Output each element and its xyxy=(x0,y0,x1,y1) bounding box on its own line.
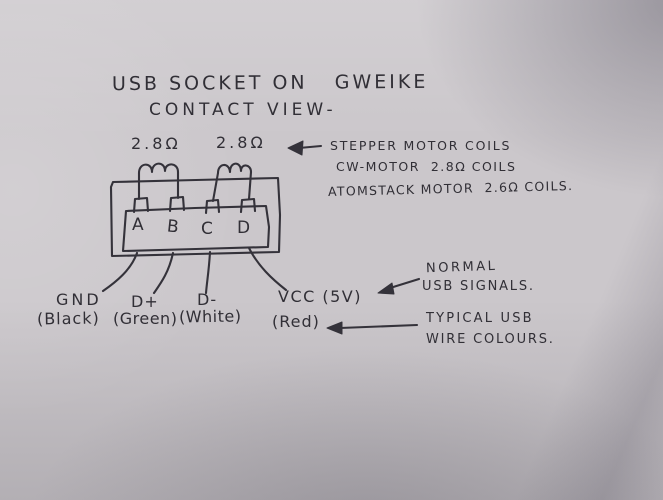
wire-colours-arrow xyxy=(326,321,419,335)
socket-outline xyxy=(109,176,282,258)
pin-letter-c: C xyxy=(201,219,213,239)
coil-left xyxy=(137,162,180,201)
pin-signal-dplus: D+ xyxy=(131,292,159,311)
pin-signal-gnd: GND xyxy=(56,290,102,309)
pin-letter-b: B xyxy=(166,216,180,238)
usb-signals-annotation-line2: USB SIGNALS. xyxy=(422,279,535,294)
stepper-annotation-line2: CW-MOTOR 2.8Ω COILS xyxy=(336,159,517,174)
wire-vcc xyxy=(247,246,288,292)
wire-dplus xyxy=(152,251,175,295)
pin-colour-vcc: (Red) xyxy=(272,312,320,331)
wire-gnd xyxy=(101,251,139,293)
pin-colour-gnd: (Black) xyxy=(36,308,100,329)
pin-contact-a xyxy=(132,196,150,214)
coil-resistance-label-right: 2.8Ω xyxy=(216,133,266,152)
pin-signal-dminus: D- xyxy=(197,290,218,309)
stepper-annotation-line1: STEPPER MOTOR COILS xyxy=(330,138,512,153)
pin-signal-vcc: VCC (5V) xyxy=(278,287,362,306)
coil-right xyxy=(211,162,253,203)
pin-colour-dplus: (Green) xyxy=(113,309,178,328)
diagram-title: USB SOCKET ON GWEIKE xyxy=(111,70,429,96)
pin-colour-dminus: (White) xyxy=(178,306,242,327)
wire-dminus xyxy=(204,250,212,295)
pin-letter-a: A xyxy=(132,215,144,235)
wire-colours-annotation-line2: WIRE COLOURS. xyxy=(426,332,555,347)
pin-contact-d xyxy=(239,197,257,214)
pin-letter-d: D xyxy=(237,218,251,238)
coil-resistance-label-left: 2.8Ω xyxy=(131,134,181,153)
stepper-coils-arrow xyxy=(287,140,323,156)
usb-signals-annotation-line1: NORMAL xyxy=(425,258,498,277)
usb-signals-arrow xyxy=(377,277,421,295)
diagram-subtitle: CONTACT VIEW- xyxy=(149,100,337,120)
wire-colours-annotation-line1: TYPICAL USB xyxy=(426,311,534,326)
